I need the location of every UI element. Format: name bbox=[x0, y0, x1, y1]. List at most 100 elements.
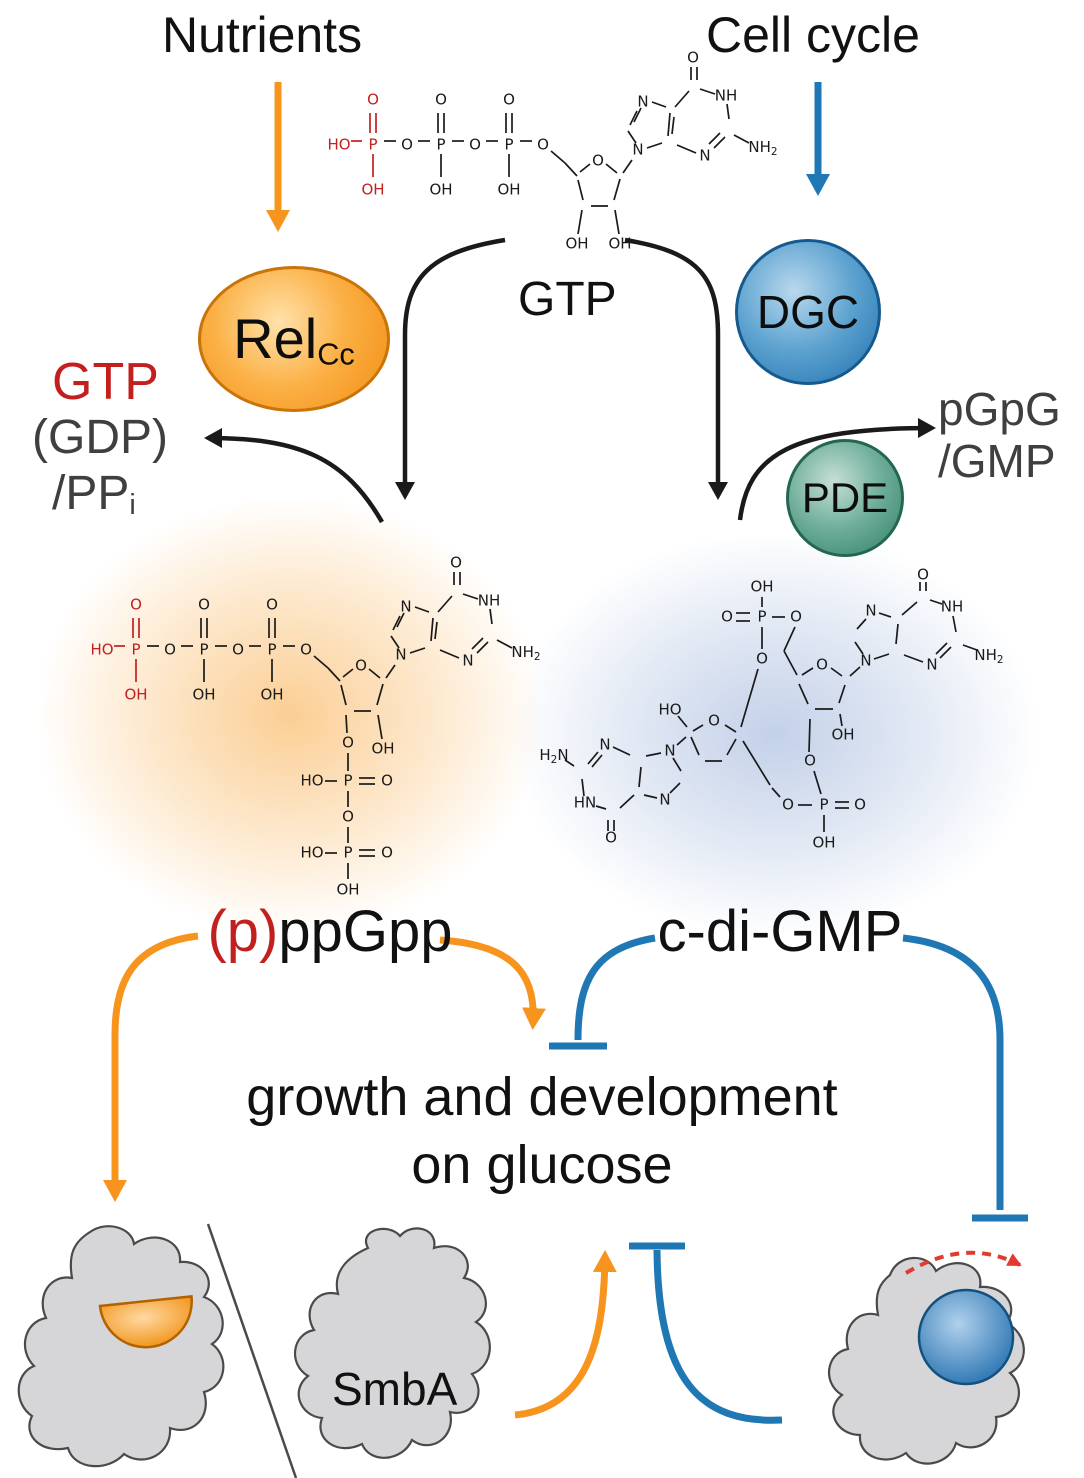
atom-label: O bbox=[469, 136, 481, 154]
atom-label: N bbox=[462, 652, 473, 670]
smba-shape bbox=[293, 1227, 491, 1459]
bond bbox=[674, 90, 690, 108]
ppgpp-glow bbox=[40, 500, 540, 930]
bond bbox=[313, 655, 329, 669]
bond bbox=[676, 736, 687, 746]
atom-label: O bbox=[342, 808, 354, 826]
bond bbox=[692, 724, 704, 732]
bond bbox=[713, 136, 726, 149]
bond bbox=[430, 617, 434, 642]
gtp-left-label: GTP bbox=[52, 353, 159, 411]
atom-label: P bbox=[504, 136, 513, 154]
ppi-main: /PP bbox=[52, 467, 130, 520]
bond bbox=[808, 718, 811, 753]
bond bbox=[939, 646, 952, 659]
cdigmp-label: c-di-GMP bbox=[657, 899, 903, 964]
bond bbox=[854, 641, 864, 655]
rel-sublabel: Cc bbox=[317, 336, 355, 372]
atom-label: OH bbox=[429, 181, 452, 199]
atom-label: O bbox=[164, 641, 176, 659]
atom-label: O bbox=[854, 796, 866, 814]
gtp-to-cdigmp-arrow bbox=[624, 237, 728, 500]
cdigmp-glow bbox=[515, 535, 1035, 935]
atom-label: O bbox=[198, 596, 210, 614]
atom-label: OH bbox=[812, 834, 835, 852]
bond bbox=[376, 683, 384, 706]
atom-label: O bbox=[435, 91, 447, 109]
bond bbox=[564, 759, 575, 767]
nutrients-label: Nutrients bbox=[162, 7, 363, 63]
bond bbox=[952, 615, 957, 633]
bond bbox=[577, 209, 583, 235]
atom-label: OH bbox=[831, 726, 854, 744]
atom-label: HO bbox=[300, 844, 323, 862]
pde-label: PDE bbox=[801, 474, 889, 521]
bond bbox=[873, 653, 890, 660]
bond bbox=[726, 738, 737, 756]
bond bbox=[676, 144, 697, 154]
bond bbox=[340, 684, 347, 706]
atom-label: P bbox=[343, 844, 352, 862]
atom-label: N bbox=[400, 598, 411, 616]
smba-blob bbox=[293, 1227, 491, 1459]
bond bbox=[627, 130, 637, 144]
atom-label: P bbox=[267, 641, 276, 659]
bond bbox=[612, 746, 631, 756]
bond bbox=[390, 635, 400, 649]
bond bbox=[677, 715, 688, 728]
growth-text-line2: on glucose bbox=[411, 1135, 673, 1195]
atom-label: N bbox=[632, 141, 643, 159]
bond bbox=[345, 714, 348, 734]
atom-label: P bbox=[343, 772, 352, 790]
atom-label: P bbox=[757, 608, 766, 626]
bond bbox=[901, 601, 918, 616]
bond bbox=[629, 110, 638, 126]
atom-label: NH bbox=[478, 592, 501, 610]
pgpg-label: pGpG bbox=[938, 383, 1061, 435]
bond bbox=[414, 606, 430, 613]
orange-halfdisc bbox=[98, 1295, 193, 1349]
atom-label: O bbox=[342, 734, 354, 752]
bond bbox=[935, 642, 948, 655]
atom-label: OH bbox=[260, 686, 283, 704]
ppi-label: /PPi bbox=[52, 466, 136, 522]
bond bbox=[587, 751, 599, 765]
atom-label: O bbox=[721, 608, 733, 626]
atom-label: OH bbox=[336, 881, 359, 899]
atom-label: N bbox=[637, 93, 648, 111]
atom-label: HO bbox=[327, 136, 350, 154]
bond bbox=[667, 112, 671, 137]
atom-label: O bbox=[605, 829, 617, 847]
bond bbox=[838, 684, 846, 704]
bond bbox=[550, 150, 566, 164]
ppgpp-label-rest: ppGpp bbox=[278, 899, 453, 964]
bond bbox=[742, 740, 771, 786]
gmp-label: /GMP bbox=[938, 435, 1056, 487]
atom-label: P bbox=[368, 136, 377, 154]
atom-label: P bbox=[199, 641, 208, 659]
smba-label: SmbA bbox=[332, 1363, 458, 1415]
atom-label: N bbox=[395, 646, 406, 664]
atom-label: O bbox=[355, 657, 367, 675]
dgc-node: DGC bbox=[735, 239, 881, 385]
bond bbox=[471, 637, 484, 650]
atom-label: O bbox=[804, 752, 816, 770]
bond bbox=[783, 650, 798, 676]
dgc-label: DGC bbox=[756, 286, 860, 338]
atom-label: NH bbox=[715, 87, 738, 105]
atom-label: OH bbox=[608, 235, 631, 253]
bond bbox=[605, 163, 618, 174]
bond bbox=[564, 162, 578, 177]
atom-label: N bbox=[599, 736, 610, 754]
atom-label: N bbox=[926, 656, 937, 674]
protein-inhibits-glucose-line bbox=[653, 1249, 783, 1424]
atom-label: HO bbox=[90, 641, 113, 659]
bond bbox=[595, 805, 607, 810]
atom-label: HO bbox=[658, 701, 681, 719]
bond bbox=[581, 778, 585, 797]
bond bbox=[726, 103, 730, 120]
gtp-center-label: GTP bbox=[518, 273, 617, 326]
bond bbox=[613, 178, 621, 201]
bond bbox=[903, 654, 924, 663]
bond bbox=[385, 664, 396, 679]
